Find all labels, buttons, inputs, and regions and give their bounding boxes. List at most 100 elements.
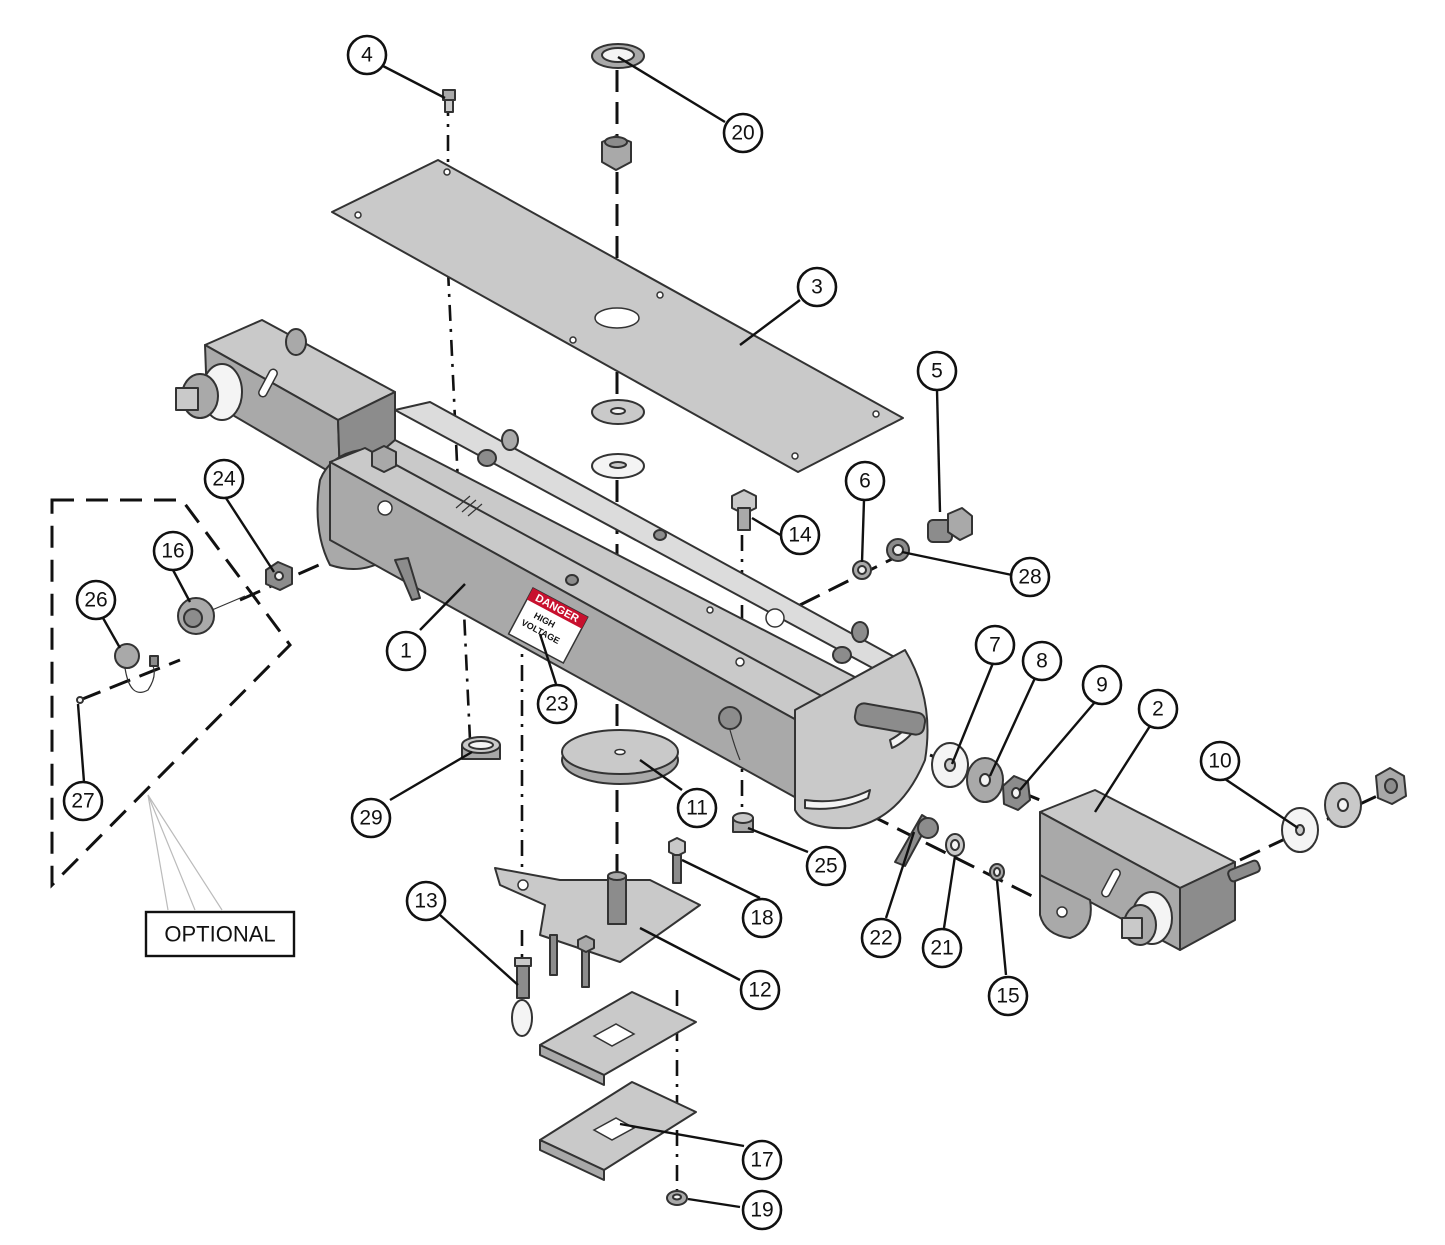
callout-16: 16 (152, 530, 194, 572)
callout-12: 12 (739, 969, 781, 1011)
leader-20 (617, 55, 726, 124)
spacer-25-top (732, 812, 754, 824)
body-hole-small-a (706, 606, 714, 614)
callout-10: 10 (1199, 740, 1241, 782)
optional-label: OPTIONAL (164, 922, 275, 947)
bracket-center-stud (607, 875, 627, 925)
callout-23: 23 (536, 683, 578, 725)
spacer-15-hole (993, 867, 1001, 877)
leader-18 (681, 858, 761, 900)
leader-7 (950, 662, 995, 765)
right-mount-tab-hole (1056, 906, 1068, 918)
leader-16 (171, 569, 192, 603)
body-threaded-rod (853, 702, 927, 736)
cover-hole-d (569, 336, 577, 344)
callout-13: 13 (405, 880, 447, 922)
optional-boundary (50, 498, 292, 889)
bracket-bolt-a (549, 934, 558, 976)
leader-9 (1019, 701, 1096, 791)
leader-11 (639, 759, 683, 791)
left-mount-slot (258, 368, 278, 398)
svg-text:8: 8 (1036, 650, 1048, 673)
ring-27 (76, 696, 84, 704)
callout-5: 5 (916, 350, 958, 392)
bushing-29-hole (468, 740, 494, 750)
right-mount-tab (1039, 874, 1092, 939)
pin-13 (511, 957, 533, 1037)
callout-14: 14 (779, 514, 821, 556)
vent-2 (461, 499, 477, 513)
danger-decal: DANGER HIGH VOLTAGE (507, 586, 589, 665)
svg-text:14: 14 (788, 524, 812, 547)
body-stud-d (565, 574, 579, 586)
callout-22: 22 (860, 917, 902, 959)
body-hole-left (377, 500, 393, 516)
callout-21: 21 (921, 927, 963, 969)
round-plate-hole (614, 748, 626, 756)
leader-22 (884, 831, 916, 919)
optional-label-box: OPTIONAL (144, 910, 296, 958)
right-mount-threaded-stud (1227, 859, 1261, 883)
svg-text:15: 15 (996, 985, 1019, 1008)
leader-29 (389, 750, 473, 802)
svg-text:27: 27 (71, 790, 94, 813)
axis-26-27 (79, 658, 181, 702)
callout-3: 3 (796, 266, 838, 308)
callout-6: 6 (844, 460, 886, 502)
right-mount-slot (1101, 868, 1121, 898)
body-stud-a (477, 449, 497, 467)
bolt-18-head (668, 837, 686, 857)
svg-text:11: 11 (686, 797, 708, 820)
svg-text:28: 28 (1018, 566, 1041, 589)
right-mount-stud (1121, 917, 1143, 939)
leader-25 (747, 826, 809, 854)
leader-14 (751, 516, 783, 538)
right-mount-side (1179, 861, 1236, 951)
callout-4: 4 (346, 34, 388, 76)
cover-plate-center-hole (594, 307, 640, 329)
lockwasher-28-hole (892, 544, 904, 556)
leader-10 (1224, 778, 1299, 829)
svg-text:19: 19 (750, 1199, 773, 1222)
callout-28: 28 (1009, 556, 1051, 598)
svg-text:21: 21 (930, 937, 953, 960)
shim-plates-17 (539, 991, 697, 1181)
svg-text:9: 9 (1096, 674, 1108, 697)
callout-15: 15 (987, 975, 1029, 1017)
nut-19 (666, 1190, 688, 1206)
leader-23 (538, 633, 558, 685)
cover-hole-b (354, 211, 362, 219)
body-hole-small-b (735, 657, 745, 667)
end-washer-hole (1337, 798, 1349, 812)
body-left-nut (371, 445, 397, 473)
top-nut (601, 135, 632, 171)
svg-text:18: 18 (750, 907, 773, 930)
leader-4 (382, 64, 446, 100)
handle-22-hub (917, 817, 939, 839)
bolt-14 (731, 489, 757, 531)
callout-17: 17 (741, 1139, 783, 1181)
callout-26: 26 (75, 579, 117, 621)
callout-24: 24 (203, 458, 245, 500)
leader-17 (619, 1122, 745, 1148)
svg-text:10: 10 (1208, 750, 1231, 773)
leader-lines (76, 55, 1299, 1209)
cover-hole-c (656, 291, 664, 299)
washer-stack-7-8-9 (931, 742, 1031, 811)
grommet-inner (601, 47, 635, 63)
svg-text:13: 13 (414, 890, 437, 913)
bracket-plate-shape (494, 867, 701, 963)
shim-upper-edge (539, 1044, 605, 1086)
callout-1: 1 (385, 630, 427, 672)
callout-bubbles: 4 20 3 5 6 28 14 24 16 26 27 1 23 29 11 … (62, 34, 1241, 1231)
body-plug-chain (729, 729, 741, 761)
callout-2: 2 (1137, 688, 1179, 730)
callout-18: 18 (741, 897, 783, 939)
leader-15 (995, 879, 1008, 976)
leader-28 (901, 550, 1013, 577)
callout-9: 9 (1081, 664, 1123, 706)
washer-21-hole (950, 839, 960, 851)
svg-text:3: 3 (811, 276, 823, 299)
